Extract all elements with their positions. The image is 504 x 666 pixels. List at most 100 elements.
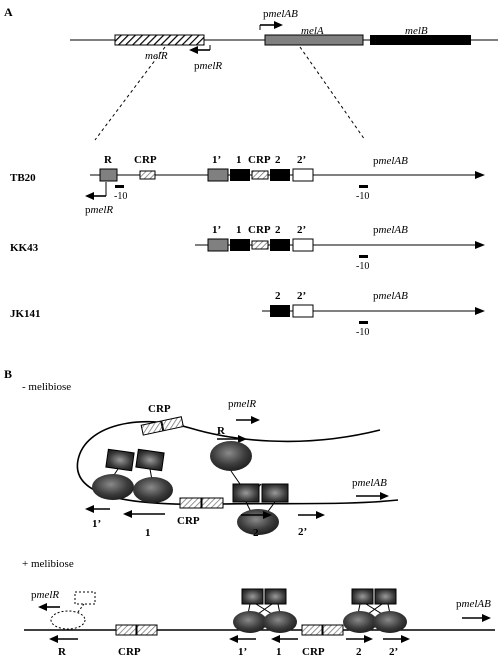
melR-label: melR [145, 50, 168, 62]
tb20-minus10-b: -10 [356, 191, 369, 202]
jk141-minus10-mark [359, 321, 368, 324]
minus-pmelAB-label: pmelAB [352, 477, 387, 489]
tb20-label-2: 2 [275, 154, 281, 166]
tb20-box-R [99, 168, 118, 182]
plus-label-1prime: 1’ [238, 646, 247, 658]
plus-crp-left-b [136, 624, 158, 636]
plus-label-CRP-right: CRP [302, 646, 325, 658]
plus-melr-box-2b [374, 588, 397, 605]
kk43-label-CRP: CRP [248, 224, 271, 236]
tb20-name: TB20 [10, 172, 36, 184]
tb20-box-1prime [207, 168, 229, 182]
minus-melibiose-diagram: - melibiose CRP R pmelR [22, 381, 399, 539]
kk43-label-1: 1 [236, 224, 242, 236]
kk43-label-2: 2 [275, 224, 281, 236]
plus-melibiose-diagram: + melibiose pmelR R CRP [22, 558, 495, 658]
pmelAB-label: pmelAB [263, 8, 298, 20]
plus-pmelR-label: pmelR [31, 589, 59, 601]
tb20-minus10-a: -10 [114, 191, 127, 202]
plus-crp-right-b [322, 624, 344, 636]
melr-dimer-box-a [232, 483, 260, 503]
melB-gene [370, 35, 471, 45]
minus-pmelR-label: pmelR [228, 398, 256, 410]
tb20-box-1 [230, 169, 250, 181]
melB-label: melB [405, 25, 428, 37]
melr-protein-left-a [92, 474, 134, 500]
melR-gene [114, 34, 205, 46]
construct-kk43: KK43 1’ 1 CRP 2 2’ pmelAB -10 [10, 224, 485, 272]
plus-label-2prime: 2’ [389, 646, 398, 658]
kk43-box-2 [270, 239, 290, 251]
plus-pmelAB-label: pmelAB [456, 598, 491, 610]
plus-melr-box-1b [264, 588, 287, 605]
kk43-minus10-mark [359, 255, 368, 258]
dashed-melr-oval [50, 610, 86, 630]
melr-protein-r [210, 441, 252, 471]
tb20-box-CRP [139, 170, 156, 180]
kk43-label-1prime: 1’ [212, 224, 221, 236]
kk43-box-1prime [207, 238, 229, 252]
tb20-label-CRP2: CRP [248, 154, 271, 166]
plus-label-2: 2 [356, 646, 362, 658]
melr-left-box-b [135, 448, 165, 472]
plus-melibiose-title: + melibiose [22, 558, 74, 570]
tb20-box-CRP2 [251, 170, 269, 180]
kk43-label-2prime: 2’ [297, 224, 306, 236]
plus-melr-oval-2b [373, 611, 407, 633]
kk43-pmelAB-label: pmelAB [373, 224, 408, 236]
jk141-box-2 [270, 305, 290, 317]
tb20-label-2prime: 2’ [297, 154, 306, 166]
construct-tb20: TB20 R CRP 1’ 1 CRP 2 2’ pmelAB -10 -10 … [10, 154, 485, 216]
minus-label-1: 1 [145, 527, 151, 539]
tb20-box-2 [270, 169, 290, 181]
plus-label-CRP-left: CRP [118, 646, 141, 658]
plus-crp-right-a [301, 624, 323, 636]
melr-dimer-box-b [261, 483, 289, 503]
tb20-minus10-mark-a [115, 185, 124, 188]
kk43-name: KK43 [10, 242, 39, 254]
jk141-box-2prime [292, 304, 314, 318]
melr-left-box-a [105, 448, 135, 472]
panel-a-label: A [4, 5, 13, 19]
minus-label-1prime: 1’ [92, 518, 101, 530]
plus-melr-oval-2a [343, 611, 377, 633]
crp-top-label: CRP [148, 403, 171, 415]
pmelAB-promoter-arrow [259, 21, 283, 30]
minus-label-CRP: CRP [177, 515, 200, 527]
kk43-box-CRP [251, 240, 269, 250]
melr-protein-left-b [133, 477, 173, 503]
minus-melibiose-title: - melibiose [22, 381, 71, 393]
plus-crp-left-a [115, 624, 137, 636]
plus-melr-oval-1a [233, 611, 267, 633]
operon-overview: pmelAB melA melB melR pmelR [70, 8, 498, 141]
melA-gene [264, 34, 364, 46]
crp-bottom-b [201, 497, 224, 509]
jk141-label-2prime: 2’ [297, 290, 306, 302]
plus-melr-box-2a [351, 588, 374, 605]
minus-label-2prime: 2’ [298, 526, 307, 538]
tb20-label-1: 1 [236, 154, 242, 166]
pmelR-label: pmelR [194, 60, 222, 72]
melA-label: melA [301, 25, 324, 37]
kk43-box-1 [230, 239, 250, 251]
pmelR-promoter-arrow [189, 45, 211, 54]
jk141-minus10: -10 [356, 327, 369, 338]
tb20-label-1prime: 1’ [212, 154, 221, 166]
jk141-name: JK141 [10, 308, 41, 320]
dna-loop [76, 420, 399, 506]
tb20-minus10-mark-b [359, 185, 368, 188]
jk141-pmelAB-label: pmelAB [373, 290, 408, 302]
tb20-pmelR-arrow [85, 182, 107, 200]
crp-bottom-a [179, 497, 202, 509]
tb20-pmelAB-label: pmelAB [373, 155, 408, 167]
crp-top-site [140, 416, 184, 436]
kk43-box-2prime [292, 238, 314, 252]
kk43-minus10: -10 [356, 261, 369, 272]
minus-label-R: R [217, 425, 226, 437]
tb20-label-CRP: CRP [134, 154, 157, 166]
dashed-melr-box [74, 591, 96, 605]
minus-label-2: 2 [253, 527, 259, 539]
construct-jk141: JK141 2 2’ pmelAB -10 [10, 290, 485, 338]
tb20-box-2prime [292, 168, 314, 182]
